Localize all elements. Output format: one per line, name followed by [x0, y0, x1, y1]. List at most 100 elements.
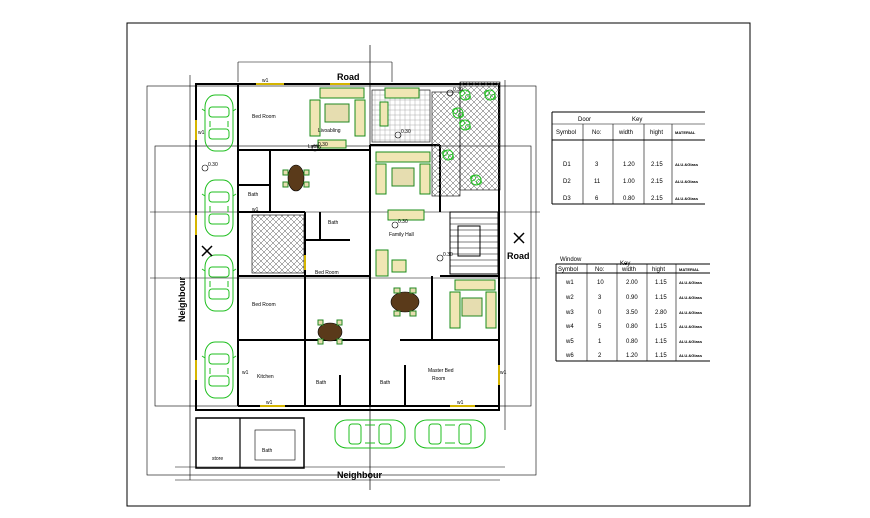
window-tag: w1	[266, 400, 273, 406]
room-label-bath: Bath	[248, 192, 259, 198]
table-cell: w6	[565, 353, 574, 359]
table-header: hight	[650, 130, 663, 136]
table-cell: 1.15	[655, 295, 667, 301]
table-cell: 1.15	[655, 339, 667, 345]
window-tag: w1	[262, 78, 269, 84]
table-row: w3 0 3.50 2.80 ALU.&Glass	[565, 310, 703, 316]
car	[201, 254, 237, 312]
table-cell: ALU.&Glass	[679, 295, 703, 300]
road-top-label: Road	[337, 72, 360, 82]
window-marks	[195, 83, 500, 407]
table-cell: 6	[595, 196, 599, 202]
level-label: 0.30	[443, 252, 453, 258]
car	[201, 179, 237, 237]
table-header: width	[618, 130, 633, 136]
sofa-set	[379, 87, 420, 127]
level-label: 0.30	[318, 142, 328, 148]
table-cell: 1.15	[655, 353, 667, 359]
window-table-key: Key	[620, 261, 630, 267]
table-cell: 3.50	[626, 310, 638, 316]
table-cell: w1	[565, 280, 574, 286]
sofa-set	[449, 279, 497, 329]
door-schedule-table: Door Key Symbol No: width hight MATERIAL…	[551, 111, 705, 205]
table-cell: D3	[563, 196, 571, 202]
window-tag: w1	[242, 370, 249, 376]
room-label-bath: Bath	[262, 448, 273, 454]
table-cell: 2.80	[655, 310, 667, 316]
room-label-bed-room: Bed Room	[315, 270, 339, 276]
window-tag: w1	[198, 130, 205, 136]
room-label-living: Livoabling	[318, 128, 341, 134]
window-table-title: Window	[560, 257, 582, 263]
table-cell: D1	[563, 162, 571, 168]
table-cell: ALU.&Glass	[675, 196, 699, 201]
car	[201, 341, 237, 399]
dining-table	[390, 287, 420, 317]
window-schedule-table: Window Key Symbol No: width hight MATERI…	[555, 257, 710, 362]
room-label-family-hall: Family Hall	[389, 232, 414, 238]
neighbour-left-label: Neighbour	[177, 277, 187, 322]
room-label-bath: Bath	[316, 380, 327, 386]
level-marker	[201, 89, 454, 262]
room-label-bath: Bath	[328, 220, 339, 226]
table-cell: 11	[594, 179, 601, 185]
table-cell: 3	[595, 162, 599, 168]
table-row: w4 5 0.80 1.15 ALU.&Glass	[565, 324, 703, 330]
room-label-master-bed: Master Bed	[428, 368, 454, 374]
window-tag: w1	[457, 400, 464, 406]
table-header: Symbol	[558, 267, 578, 273]
table-cell: 2.00	[626, 280, 638, 286]
table-cell: w5	[565, 339, 574, 345]
table-header: No:	[592, 130, 602, 136]
table-cell: 1.20	[623, 162, 635, 168]
table-header: hight	[652, 267, 665, 273]
room-label-lobby: Lobby	[308, 144, 322, 150]
table-row: w2 3 0.90 1.15 ALU.&Glass	[565, 295, 703, 301]
table-cell: 3	[598, 295, 602, 301]
level-label: 0.30	[453, 87, 463, 93]
sheet-frame	[126, 22, 751, 507]
table-cell: ALU.&Glass	[679, 353, 703, 358]
staircase	[449, 211, 499, 275]
table-cell: ALU.&Glass	[679, 324, 703, 329]
table-header: MATERIAL	[679, 267, 700, 272]
table-cell: 1.15	[655, 280, 667, 286]
table-cell: ALU.&Glass	[679, 310, 703, 315]
room-label-bed-room: Bed Room	[252, 302, 276, 308]
table-cell: 2.15	[651, 179, 663, 185]
table-cell: D2	[563, 179, 571, 185]
door-table-key: Key	[632, 117, 642, 123]
table-cell: 0	[598, 310, 602, 316]
table-header: MATERIAL	[675, 130, 696, 135]
table-cell: 2.15	[651, 196, 663, 202]
neighbour-bottom-label: Neighbour	[337, 470, 382, 480]
table-cell: 1.20	[626, 353, 638, 359]
car	[414, 419, 486, 449]
table-cell: 0.80	[626, 339, 638, 345]
room-label-master-bed-2: Room	[432, 376, 445, 382]
level-label: 0.30	[401, 129, 411, 135]
level-label: 0.30	[208, 162, 218, 168]
table-cell: w4	[565, 324, 574, 330]
section-mark	[201, 232, 525, 257]
window-tag: w1	[500, 370, 507, 376]
road-right-label: Road	[507, 251, 530, 261]
table-row: w1 10 2.00 1.15 ALU.&Glass	[565, 280, 703, 286]
car	[201, 94, 237, 152]
table-cell: 10	[597, 280, 604, 286]
table-header: width	[621, 267, 636, 273]
sofa-set	[375, 151, 431, 221]
table-cell: 0.80	[623, 196, 635, 202]
sofa-set	[309, 87, 366, 149]
table-cell: w3	[565, 310, 574, 316]
sofa-set	[375, 249, 407, 277]
table-cell: 2.15	[651, 162, 663, 168]
site-boundary	[146, 45, 540, 490]
room-label-kitchen: Kitchen	[257, 374, 274, 380]
table-cell: 0.80	[626, 324, 638, 330]
dining-table	[317, 319, 343, 345]
table-cell: ALU.&Glass	[675, 162, 699, 167]
table-cell: 1.15	[655, 324, 667, 330]
table-header: Symbol	[556, 130, 576, 136]
